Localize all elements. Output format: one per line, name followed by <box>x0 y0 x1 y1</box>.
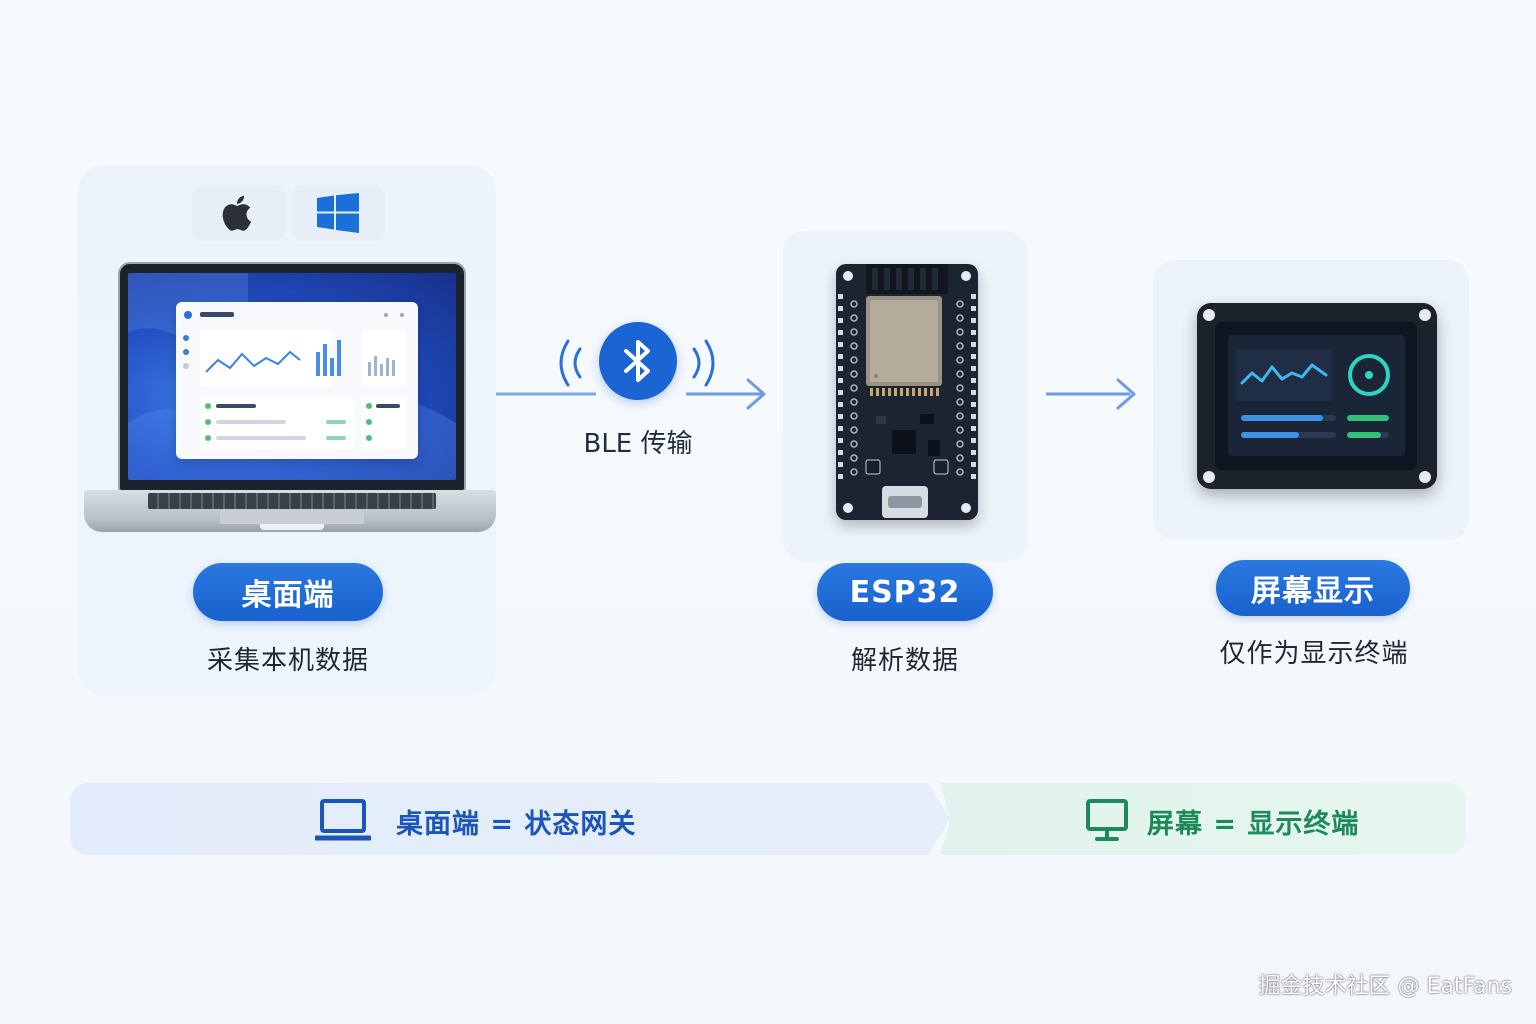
gateway-statement: 桌面端 = 状态网关 <box>396 809 637 840</box>
windows-tile <box>291 185 385 241</box>
bluetooth-icon <box>624 340 650 382</box>
esp32-board <box>836 264 978 520</box>
desktop-caption: 采集本机数据 <box>206 646 369 676</box>
arrow-esp-to-display <box>1046 378 1136 410</box>
display-caption: 仅作为显示终端 <box>1219 639 1409 669</box>
apple-icon <box>222 195 251 231</box>
ble-transport-label: BLE 传输 <box>583 429 693 459</box>
app-window <box>176 302 418 459</box>
summary-bar-gateway <box>70 783 950 855</box>
watermark: 掘金技术社区 @ EatFans <box>1258 974 1512 999</box>
windows-icon <box>317 193 359 233</box>
summary-bar-terminal <box>940 783 1466 855</box>
apple-tile <box>192 185 286 241</box>
laptop-keyboard <box>148 493 436 509</box>
bluetooth-badge <box>599 322 677 400</box>
esp32-label-pill: ESP32 <box>817 563 993 621</box>
laptop-icon <box>315 799 371 841</box>
laptop-trackpad <box>220 510 364 524</box>
display-screen <box>1228 335 1405 456</box>
signal-waves-right-icon <box>692 339 715 387</box>
signal-waves-left-icon <box>559 339 582 387</box>
esp32-caption: 解析数据 <box>850 646 959 676</box>
monitor-icon <box>1086 799 1128 841</box>
desktop-label-pill: 桌面端 <box>193 563 383 621</box>
display-label-pill: 屏幕显示 <box>1216 560 1410 616</box>
laptop-notch <box>260 524 324 530</box>
arrow-desktop-to-esp <box>496 378 766 410</box>
terminal-statement: 屏幕 = 显示终端 <box>1147 809 1360 840</box>
